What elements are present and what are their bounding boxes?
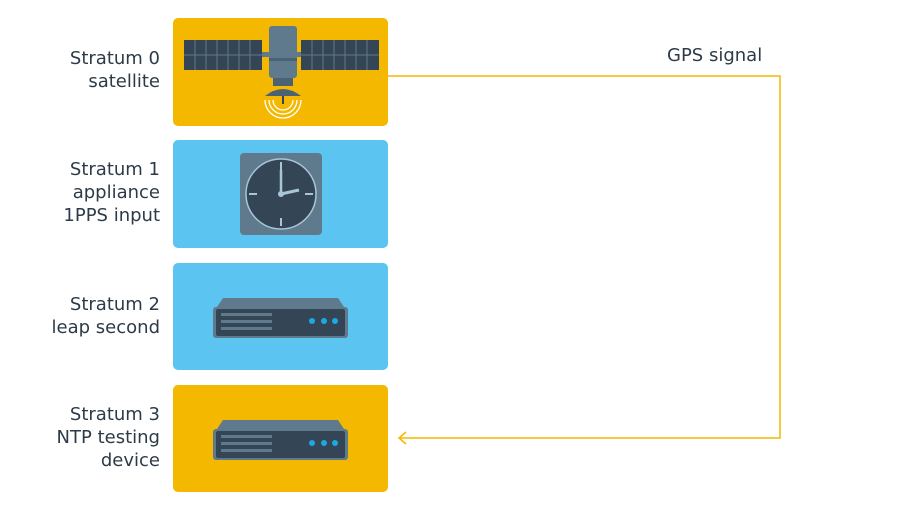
stratum-1-box xyxy=(173,140,388,248)
label-line: satellite xyxy=(88,71,160,92)
label-line: device xyxy=(100,450,160,471)
label-line: leap second xyxy=(51,317,160,338)
server-icon xyxy=(213,298,348,338)
stratum-3-box xyxy=(173,385,388,492)
label-line: Stratum 2 xyxy=(69,294,160,315)
stratum-1-label: Stratum 1 appliance 1PPS input xyxy=(63,158,160,227)
label-line: Stratum 1 xyxy=(69,159,160,180)
clock-icon xyxy=(240,153,322,235)
stratum-3-label: Stratum 3 NTP testing device xyxy=(57,403,160,472)
stratum-2-label: Stratum 2 leap second xyxy=(52,293,160,339)
label-line: Stratum 0 xyxy=(69,48,160,69)
stratum-2-box xyxy=(173,263,388,370)
label-line: appliance xyxy=(72,182,160,203)
server-icon xyxy=(213,420,348,460)
connector-line xyxy=(388,75,781,439)
stratum-0-label: Stratum 0 satellite xyxy=(70,47,160,93)
gps-signal-label: GPS signal xyxy=(667,45,763,66)
satellite-icon xyxy=(184,26,379,119)
label-line: Stratum 3 xyxy=(69,404,160,425)
arrow-head-icon xyxy=(397,431,407,445)
label-line: NTP testing xyxy=(56,427,160,448)
stratum-0-box xyxy=(173,18,388,126)
label-line: 1PPS input xyxy=(63,205,160,226)
